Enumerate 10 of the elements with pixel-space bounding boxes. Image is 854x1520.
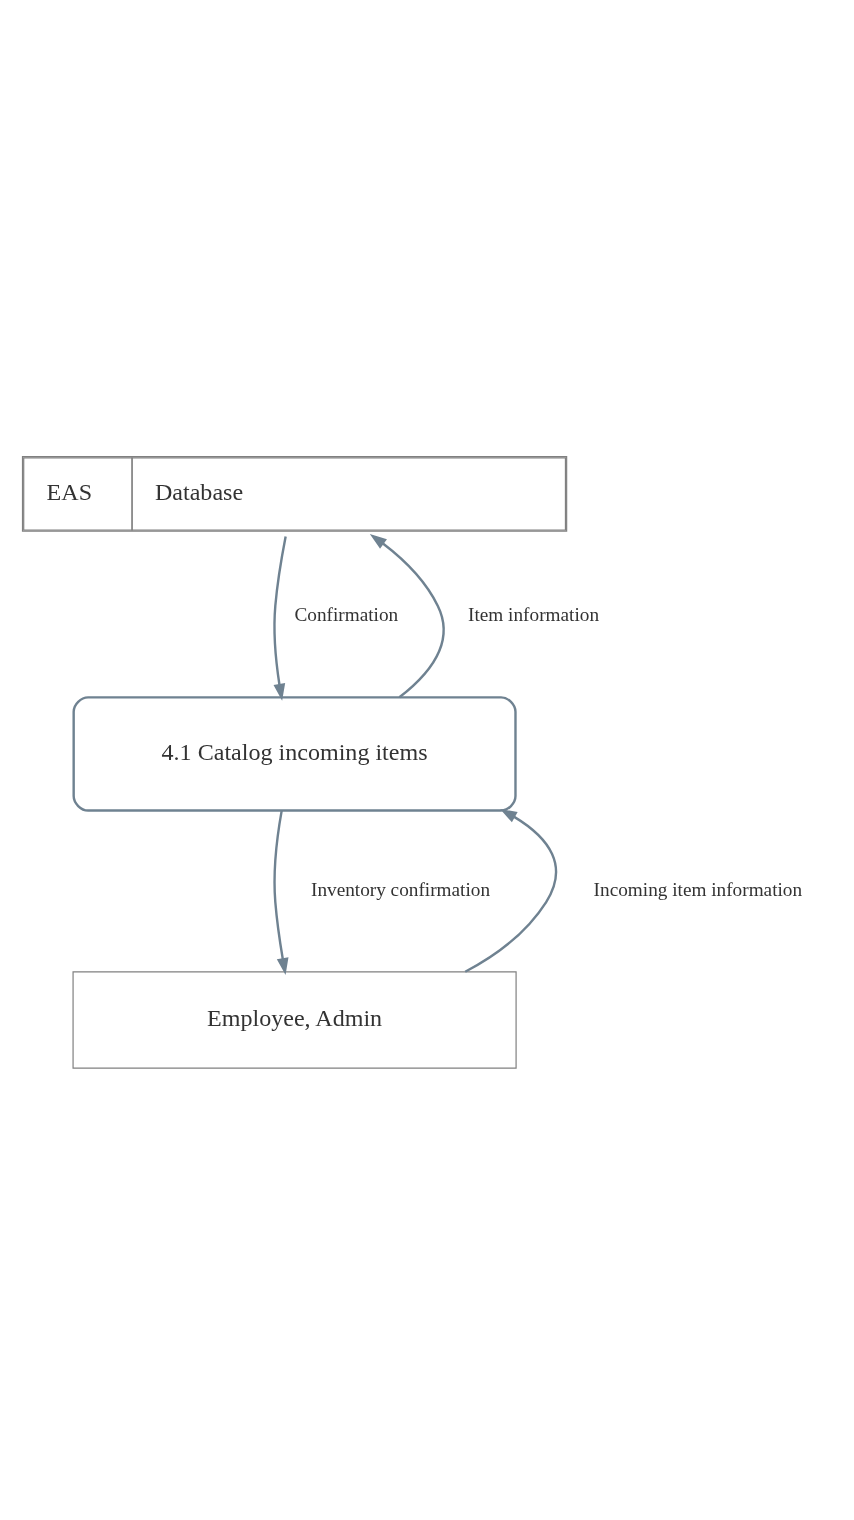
- arrow: [273, 810, 289, 975]
- arrow: [464, 808, 558, 973]
- edge-label: Item information: [468, 604, 600, 626]
- edge-label: Inventory confirmation: [310, 878, 491, 900]
- node-box: 4.1 Catalog incoming items: [72, 696, 517, 812]
- arrow: [369, 534, 445, 699]
- edge-label: Confirmation: [294, 604, 399, 626]
- edge-label: Incoming item information: [593, 878, 803, 900]
- arrow: [273, 536, 287, 701]
- node-box: Employee, Admin: [72, 971, 517, 1069]
